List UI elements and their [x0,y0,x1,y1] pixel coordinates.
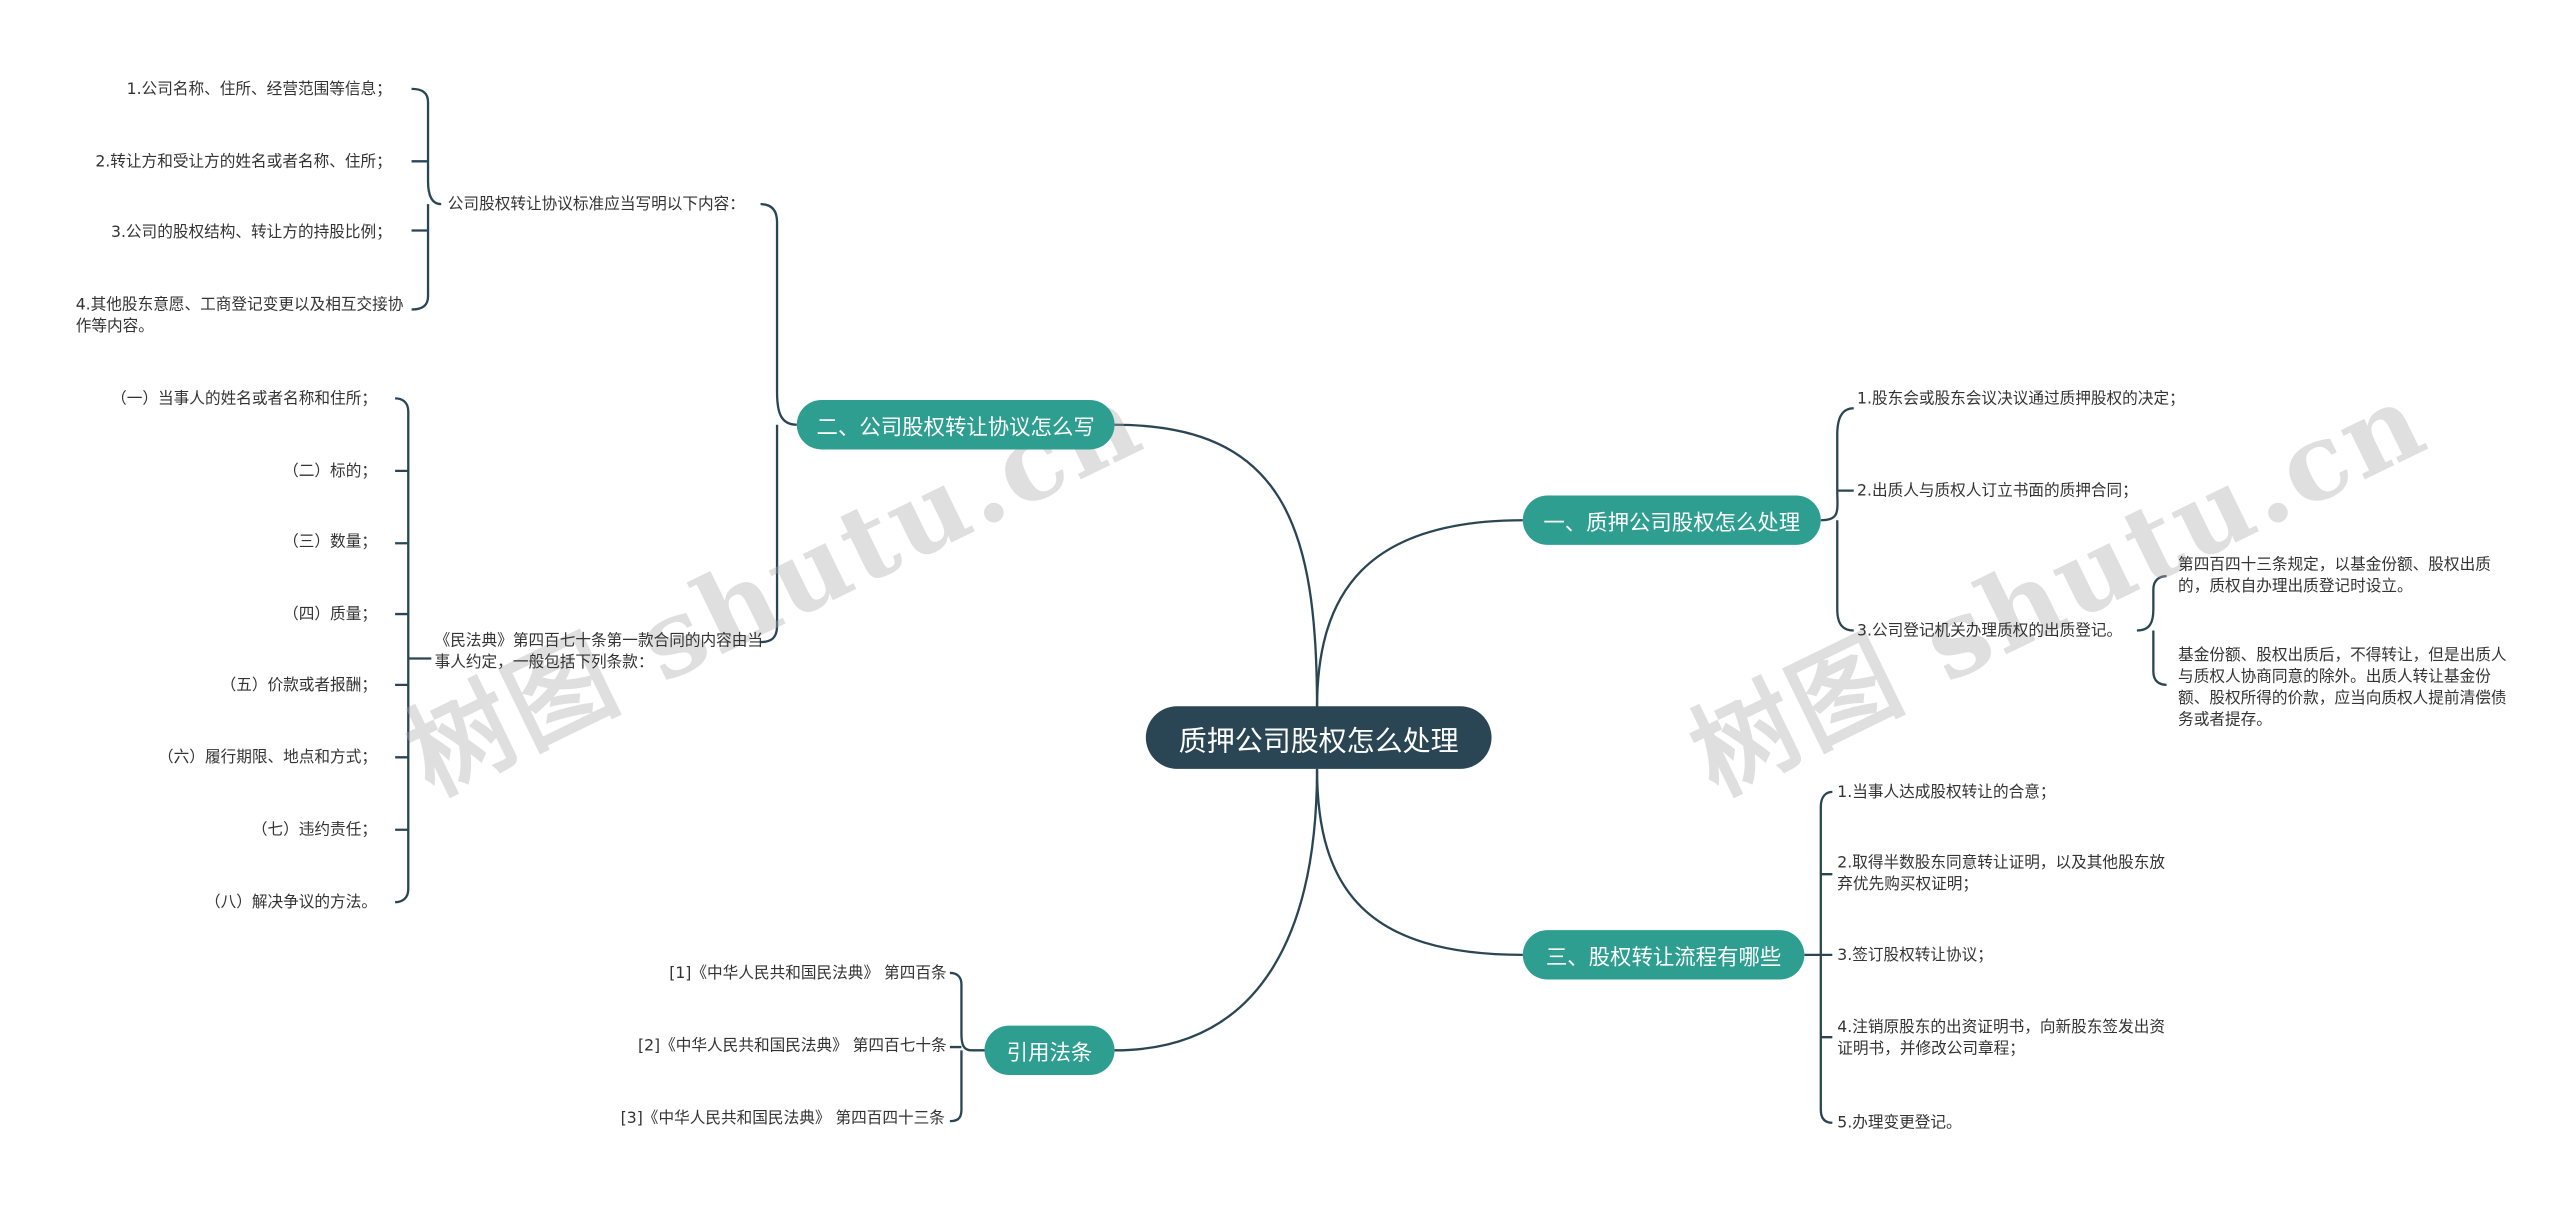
link-b3-bracket [1804,790,1833,1124]
b2-g2-item-8: （八）解决争议的方法。 [204,893,378,913]
link-root-b4 [1114,768,1319,1052]
branch-cited-laws[interactable]: 引用法条 [984,1025,1115,1076]
b2-g2-item-7: （七）违约责任； [251,821,378,840]
b1-item-2: 2.出质人与质权人订立书面的质押合同； [1857,482,2138,501]
b2-g2-item-3: （三）数量； [283,533,378,552]
b4-item-1: [1]《中华人民共和国民法典》 第四百条 [669,964,947,983]
b3-item-3: 3.签订股权转让协议； [1837,946,1993,965]
b2-g1-item-2: 2.转让方和受让方的姓名或者名称、住所； [95,153,392,172]
b2-group-1-label: 公司股权转让协议标准应当写明以下内容： [447,195,745,215]
link-b1-bracket [1820,407,1854,632]
link-b1-sub-bracket [2136,575,2167,687]
b2-g2-item-5: （五）价款或者报酬； [220,676,378,695]
link-root-b3 [1315,768,1523,957]
root-node[interactable]: 质押公司股权怎么处理 [1145,706,1492,769]
b2-group-2-label: 《民法典》第四百七十条第一款合同的内容由当事人约定，一般包括下列条款： [434,632,764,672]
b1-sub-2: 基金份额、股权出质后，不得转让，但是出质人与质权人协商同意的除外。出质人转让基金… [2178,646,2507,730]
link-b2-g1-bracket [411,87,442,311]
link-root-b1 [1315,519,1523,708]
b3-item-2: 2.取得半数股东同意转让证明，以及其他股东放弃优先购买权证明； [1837,854,2166,894]
b4-item-2: [2]《中华人民共和国民法典》 第四百七十条 [637,1037,947,1056]
b4-item-3: [3]《中华人民共和国民法典》 第四百四十三条 [620,1109,945,1128]
b2-g1-item-3: 3.公司的股权结构、转让方的持股比例； [110,223,392,243]
b2-g1-item-1: 1.公司名称、住所、经营范围等信息； [126,80,392,99]
b2-g2-item-6: （六）履行期限、地点和方式； [158,749,378,768]
b1-sub-1: 第四百四十三条规定，以基金份额、股权出质的，质权自办理出质登记时设立。 [2178,556,2491,596]
link-root-b2 [1114,423,1319,708]
b2-g2-item-1: （一）当事人的姓名或者名称和住所； [111,390,378,409]
b1-item-1: 1.股东会或股东会议决议通过质押股权的决定； [1857,390,2185,409]
b2-g2-item-4: （四）质量； [283,605,378,624]
link-b2-g2-bracket [395,397,432,904]
b2-g1-item-4: 4.其他股东意愿、工商登记变更以及相互交接协作等内容。 [75,296,404,336]
branch-pledge-handling[interactable]: 一、质押公司股权怎么处理 [1522,495,1821,545]
branch-transfer-process[interactable]: 三、股权转让流程有哪些 [1522,930,1805,980]
b3-item-1: 1.当事人达成股权转让的合意； [1837,783,2056,802]
link-b2-main-bracket [760,202,797,644]
b1-item-3: 3.公司登记机关办理质权的出质登记。 [1857,622,2123,641]
branch-transfer-agreement[interactable]: 二、公司股权转让协议怎么写 [796,400,1115,450]
b3-item-5: 5.办理变更登记。 [1837,1114,1962,1133]
link-b4-bracket [949,971,985,1123]
b2-g2-item-2: （二）标的； [283,462,378,481]
b3-item-4: 4.注销原股东的出资证明书，向新股东签发出资证明书，并修改公司章程； [1837,1019,2166,1059]
